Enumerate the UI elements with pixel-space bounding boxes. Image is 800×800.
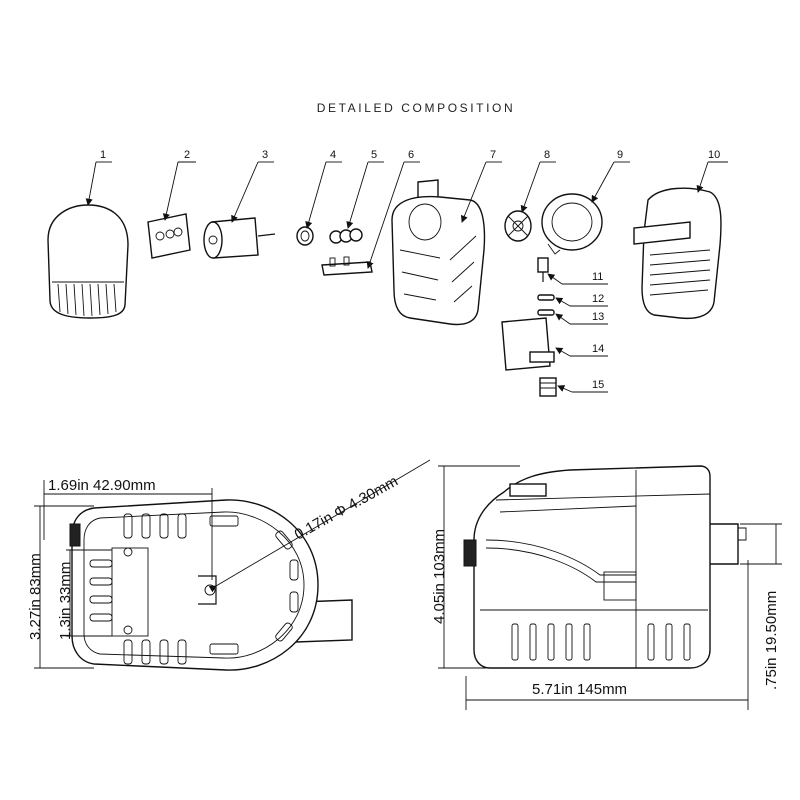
part-7-housing	[391, 179, 486, 326]
part-11-switch	[537, 257, 549, 282]
label-1-text: 1	[100, 149, 106, 161]
part-13-ring	[537, 309, 555, 316]
dim-top-width: 1.69in 42.90mm	[48, 477, 156, 494]
label-12-text: 12	[592, 293, 604, 305]
label-2: 2	[162, 149, 196, 221]
part-5-washers	[329, 228, 363, 244]
part-1-cover	[47, 204, 129, 319]
label-11: 11	[547, 271, 608, 285]
part-9-volute	[541, 193, 603, 255]
part-4-seal	[296, 226, 314, 246]
label-7: 7	[460, 149, 502, 223]
label-14: 14	[555, 343, 608, 357]
label-8-text: 8	[544, 149, 550, 161]
label-14-text: 14	[592, 343, 604, 355]
dim-top-height: 3.27in 83mm	[27, 553, 44, 640]
label-6-text: 6	[408, 149, 414, 161]
dim-hole-diameter: 0.17in Φ 4.30mm	[292, 473, 401, 544]
label-4-text: 4	[330, 149, 336, 161]
part-2-plate	[147, 213, 191, 259]
label-8: 8	[520, 149, 556, 213]
label-15-text: 15	[592, 379, 604, 391]
part-14-float-cover	[501, 317, 555, 371]
part-12-ring	[537, 294, 555, 301]
label-2-text: 2	[184, 149, 190, 161]
label-5: 5	[346, 149, 384, 229]
part-10-base	[633, 187, 722, 320]
part-3-motor	[203, 217, 276, 259]
label-3-text: 3	[262, 149, 268, 161]
part-6-connector	[321, 256, 373, 276]
label-11-text: 11	[592, 271, 603, 283]
side-view	[463, 465, 747, 669]
dim-side-length: 5.71in 145mm	[532, 681, 627, 698]
label-6: 6	[366, 149, 420, 269]
diagram-title: DETAILED COMPOSITION	[316, 101, 516, 115]
label-13-text: 13	[592, 311, 604, 323]
dim-inner-height: 1.3in 33mm	[57, 562, 74, 640]
label-13: 13	[555, 311, 608, 325]
label-4: 4	[305, 149, 342, 229]
label-1: 1	[85, 149, 112, 206]
dim-outlet-height: .75in 19.50mm	[763, 591, 780, 690]
label-9-text: 9	[617, 149, 623, 161]
label-5-text: 5	[371, 149, 377, 161]
part-labels: 1 2 3 4 5 6 7	[85, 149, 728, 393]
part-15-nozzle	[539, 377, 557, 397]
label-7-text: 7	[490, 149, 496, 161]
label-9: 9	[591, 149, 630, 203]
part-8-impeller	[504, 210, 532, 242]
side-view-dimensions: 4.05in 103mm 5.71in 145mm .75in 19.50mm	[431, 465, 782, 710]
label-3: 3	[231, 149, 274, 223]
dim-side-height: 4.05in 103mm	[431, 529, 448, 624]
label-12: 12	[555, 293, 608, 307]
label-10-text: 10	[708, 149, 720, 161]
label-15: 15	[557, 379, 608, 393]
label-10: 10	[696, 149, 728, 193]
